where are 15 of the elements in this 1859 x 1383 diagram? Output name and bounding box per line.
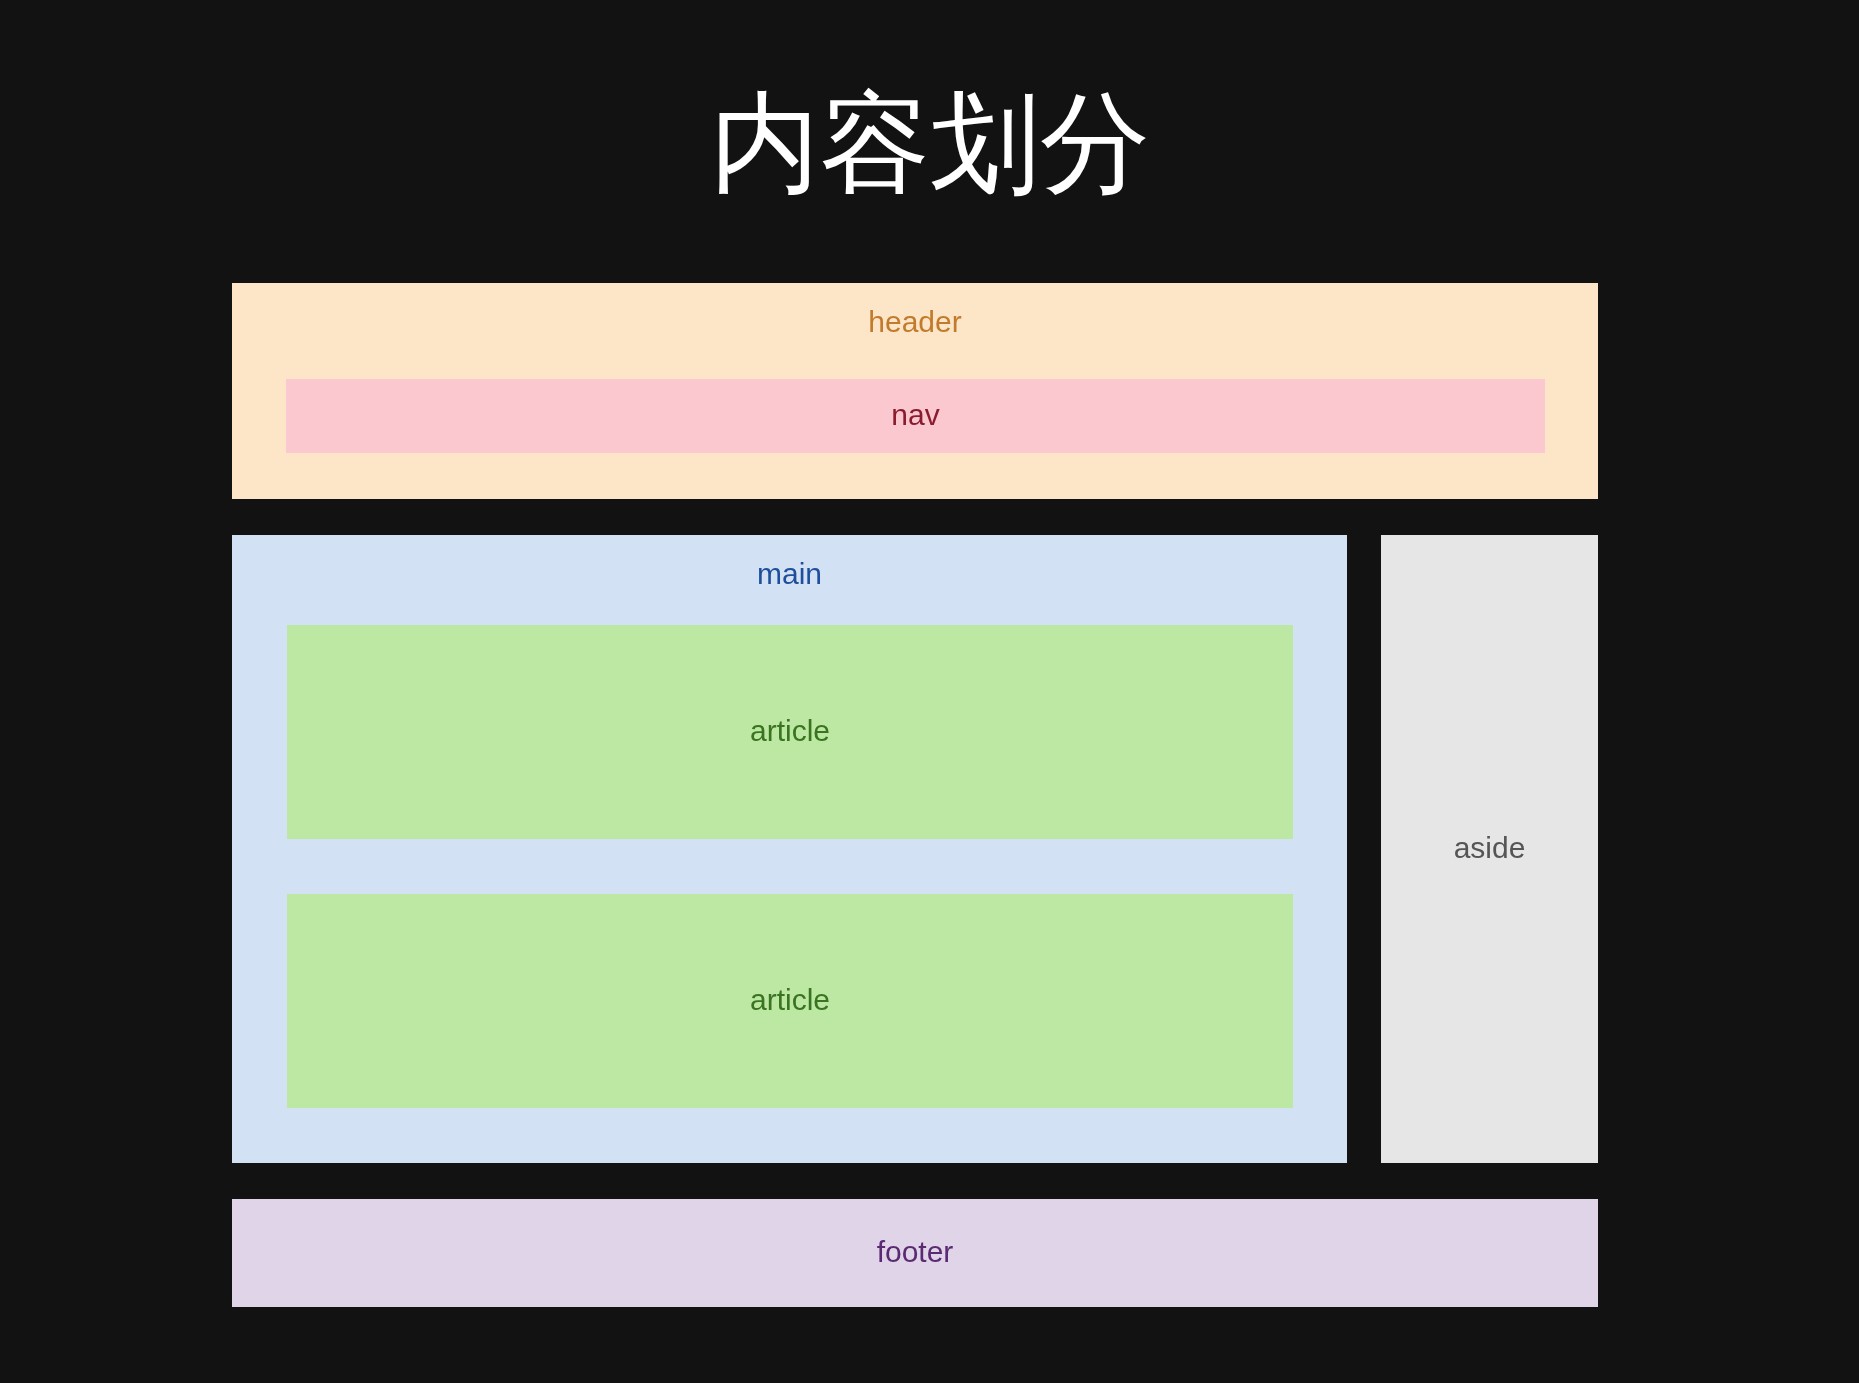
region-label: footer	[876, 1235, 954, 1269]
nav-bar	[286, 379, 1545, 453]
region-label: main	[757, 557, 822, 591]
region-label: article	[750, 983, 830, 1017]
header-region	[232, 283, 1598, 499]
main-region	[232, 535, 1347, 1163]
region-label: header	[868, 305, 962, 339]
article-block	[287, 894, 1293, 1108]
aside-panel	[1381, 535, 1598, 1163]
title: 内容划分	[708, 78, 1151, 209]
region-label: aside	[1453, 831, 1526, 865]
region-label: nav	[891, 398, 940, 432]
footer-bar	[232, 1199, 1598, 1307]
region-label: article	[750, 714, 830, 748]
article-block	[287, 625, 1293, 839]
